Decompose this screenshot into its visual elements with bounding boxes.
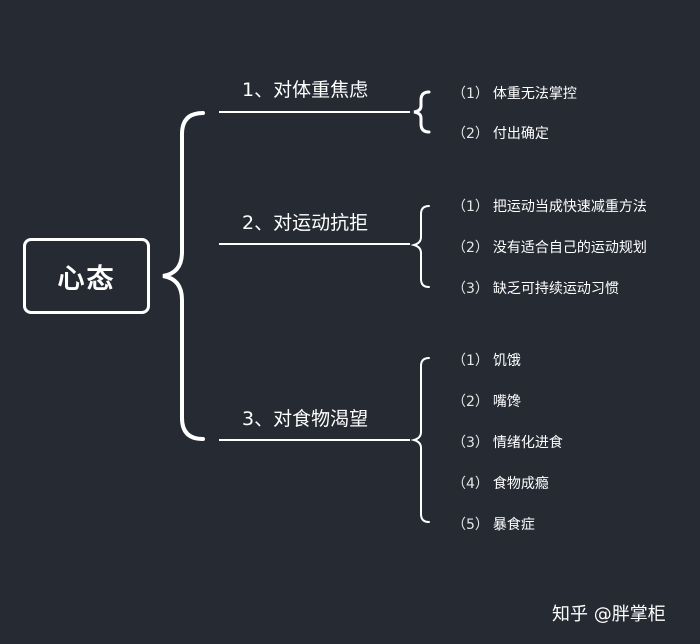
- item-number: （2）: [452, 126, 489, 142]
- branch-2-item-2: （2）没有适合自己的运动规划: [452, 237, 647, 257]
- item-number: （1）: [452, 353, 489, 369]
- branch-3-label: 3、对食物渴望: [242, 408, 369, 430]
- branch-3-brace: [410, 357, 430, 523]
- branch-2-brace: [410, 205, 430, 288]
- branch-3-item-4: （4）食物成瘾: [452, 473, 549, 493]
- item-number: （2）: [452, 240, 489, 256]
- item-text: 把运动当成快速减重方法: [492, 199, 647, 215]
- root-brace: [162, 111, 205, 441]
- item-text: 暴食症: [492, 517, 535, 533]
- item-text: 体重无法掌控: [492, 86, 577, 102]
- branch-1-label: 1、对体重焦虑: [242, 79, 369, 101]
- root-node: 心态: [23, 238, 150, 314]
- item-number: （2）: [452, 394, 489, 410]
- root-label: 心态: [57, 263, 116, 295]
- branch-1-item-1: （1）体重无法掌控: [452, 83, 577, 103]
- item-number: （1）: [452, 199, 489, 215]
- item-number: （3）: [452, 281, 489, 297]
- branch-2-label: 2、对运动抗拒: [242, 212, 369, 234]
- branch-3-item-5: （5）暴食症: [452, 514, 535, 534]
- branch-3-item-1: （1）饥饿: [452, 350, 521, 370]
- branch-1-item-2: （2）付出确定: [452, 123, 549, 143]
- item-text: 饥饿: [492, 353, 521, 369]
- branch-2-item-3: （3）缺乏可持续运动习惯: [452, 278, 619, 298]
- branch-1-brace: [413, 90, 431, 134]
- item-number: （5）: [452, 517, 489, 533]
- item-text: 付出确定: [492, 126, 549, 142]
- item-text: 嘴馋: [492, 394, 521, 410]
- watermark: 知乎 @胖掌柜: [552, 604, 666, 625]
- item-number: （3）: [452, 435, 489, 451]
- item-text: 缺乏可持续运动习惯: [492, 281, 619, 297]
- item-text: 食物成瘾: [492, 476, 549, 492]
- item-text: 没有适合自己的运动规划: [492, 240, 647, 256]
- item-text: 情绪化进食: [492, 435, 563, 451]
- branch-3-item-2: （2）嘴馋: [452, 391, 521, 411]
- branch-3-item-3: （3）情绪化进食: [452, 432, 563, 452]
- item-number: （4）: [452, 476, 489, 492]
- item-number: （1）: [452, 86, 489, 102]
- branch-2-item-1: （1）把运动当成快速减重方法: [452, 196, 647, 216]
